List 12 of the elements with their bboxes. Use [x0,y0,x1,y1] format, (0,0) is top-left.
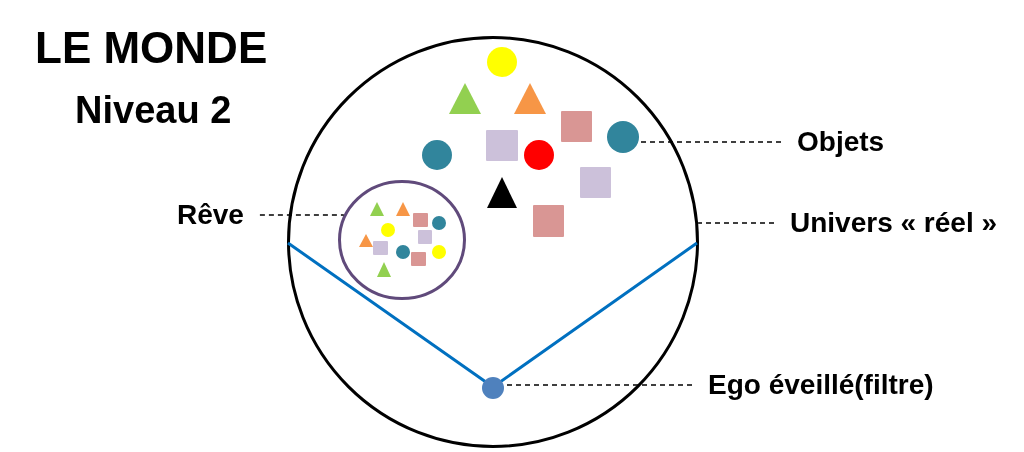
callout-label: Rêve [177,201,244,229]
circle-icon [607,121,639,153]
large-circle [287,36,699,448]
subtitle: Niveau 2 [75,91,232,129]
leader-line [259,214,345,216]
dot-icon [482,377,504,399]
leader-line [697,222,775,224]
callout-label: Ego éveillé(filtre) [708,371,934,399]
callout-label: Univers « réel » [790,209,998,237]
small-circle [338,180,466,300]
callout-label: Objets [797,128,885,156]
title: LE MONDE [35,26,268,70]
